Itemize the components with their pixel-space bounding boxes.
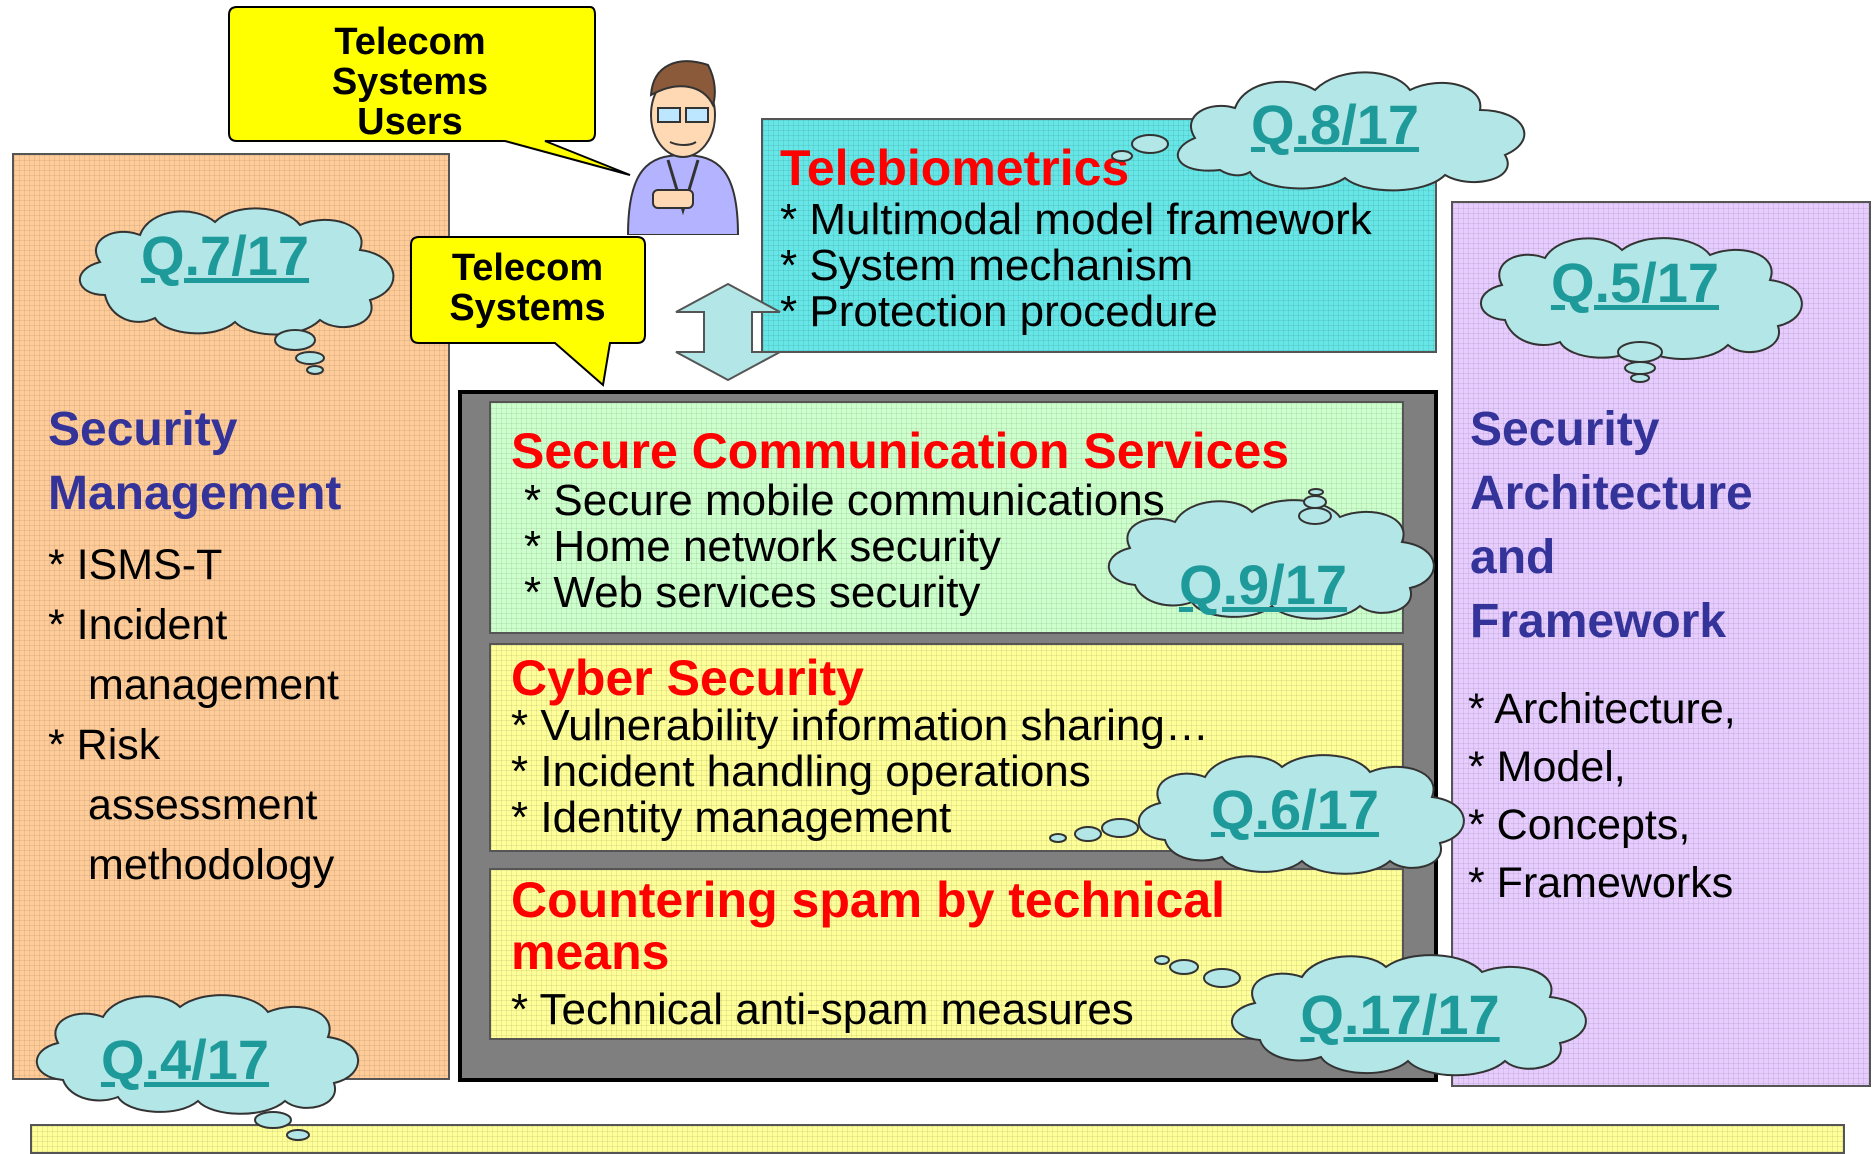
cloud-q8-tail-icon	[1111, 134, 1169, 162]
security-management-list: * ISMS-T * Incident management * Risk as…	[48, 535, 339, 895]
systems-callout-text: Telecom Systems	[420, 248, 635, 328]
spam-title: Countering spam by technical means	[511, 874, 1225, 978]
security-architecture-title-line4: Framework	[1470, 595, 1727, 648]
users-callout-bubble	[228, 6, 631, 176]
q17-label[interactable]: Q.17/17	[1300, 983, 1500, 1046]
cloud-q8-icon	[1176, 71, 1526, 192]
q5-label[interactable]: Q.5/17	[1550, 251, 1720, 314]
users-callout-text: Telecom Systems Users	[250, 22, 570, 142]
user-person-icon	[626, 60, 740, 235]
list-item: * Concepts,	[1468, 801, 1691, 849]
list-item: * Vulnerability information sharing…	[511, 701, 1209, 750]
security-architecture-title: Security Architecture and Framework	[1470, 398, 1753, 654]
cloud-q6-icon	[1137, 754, 1465, 875]
cloud-q6-tail-icon	[1049, 818, 1139, 843]
security-management-title: Security Management	[48, 398, 341, 526]
cloud-q7-icon	[79, 207, 395, 375]
spam-title-line2: means	[511, 924, 670, 980]
systems-callout-line1: Telecom	[451, 247, 604, 289]
spam-title-line1: Countering spam by technical	[511, 872, 1226, 928]
list-item: * Secure mobile communications	[524, 476, 1165, 525]
security-management-title-line1: Security	[48, 403, 238, 456]
cyber-security-list: * Vulnerability information sharing… * I…	[511, 703, 1209, 841]
telebiometrics-box	[761, 118, 1437, 353]
systems-callout-bubble	[410, 236, 646, 387]
telebiometrics-title: Telebiometrics	[780, 140, 1130, 196]
security-architecture-title-line2: Architecture	[1470, 467, 1753, 520]
list-item: * Risk	[48, 721, 161, 769]
telebiometrics-list: * Multimodal model framework * System me…	[780, 197, 1372, 335]
list-item: * Architecture,	[1468, 685, 1736, 733]
q7-label[interactable]: Q.7/17	[140, 224, 310, 287]
spam-list: * Technical anti-spam measures	[511, 987, 1134, 1033]
q4-label[interactable]: Q.4/17	[100, 1028, 270, 1091]
systems-callout-line2: Systems	[449, 287, 606, 329]
double-arrow-icon	[675, 282, 781, 382]
cloud-q9-tail-icon	[1298, 488, 1332, 525]
users-callout-line2: Systems	[331, 61, 489, 103]
list-item: methodology	[88, 841, 335, 889]
list-item: * Identity management	[511, 793, 952, 842]
list-item: management	[88, 661, 339, 709]
secure-comm-title: Secure Communication Services	[511, 423, 1290, 479]
security-management-title-line2: Management	[48, 467, 342, 520]
q9-label[interactable]: Q.9/17	[1178, 553, 1348, 616]
spam-box	[489, 868, 1404, 1040]
q6-label[interactable]: Q.6/17	[1210, 778, 1380, 841]
list-item: * Web services security	[524, 568, 981, 617]
security-architecture-title-line3: and	[1470, 531, 1556, 584]
list-item: assessment	[88, 781, 318, 829]
q8-label[interactable]: Q.8/17	[1250, 93, 1420, 156]
users-callout-line3: Users	[357, 101, 463, 143]
secure-comm-list: * Secure mobile communications * Home ne…	[524, 478, 1165, 616]
list-item: * Frameworks	[1468, 859, 1734, 907]
list-item: * System mechanism	[780, 241, 1194, 290]
list-item: * Protection procedure	[780, 287, 1218, 336]
list-item: * Incident	[48, 601, 228, 649]
list-item: * Incident handling operations	[511, 747, 1091, 796]
security-architecture-title-line1: Security	[1470, 403, 1660, 456]
cloud-q5-icon	[1480, 237, 1803, 383]
users-callout-line1: Telecom	[334, 21, 486, 63]
list-item: * Model,	[1468, 743, 1626, 791]
cloud-q4-icon	[35, 994, 360, 1141]
cyber-security-title: Cyber Security	[511, 650, 864, 706]
list-item: * Multimodal model framework	[780, 195, 1372, 244]
cloud-q9-icon	[1107, 499, 1435, 620]
cloud-q17-icon	[1231, 954, 1587, 1077]
list-item: * Technical anti-spam measures	[511, 985, 1134, 1034]
list-item: * Home network security	[524, 522, 1001, 571]
list-item: * ISMS-T	[48, 541, 223, 589]
security-architecture-list: * Architecture, * Model, * Concepts, * F…	[1468, 680, 1736, 912]
cloud-q17-tail-icon	[1154, 955, 1241, 988]
